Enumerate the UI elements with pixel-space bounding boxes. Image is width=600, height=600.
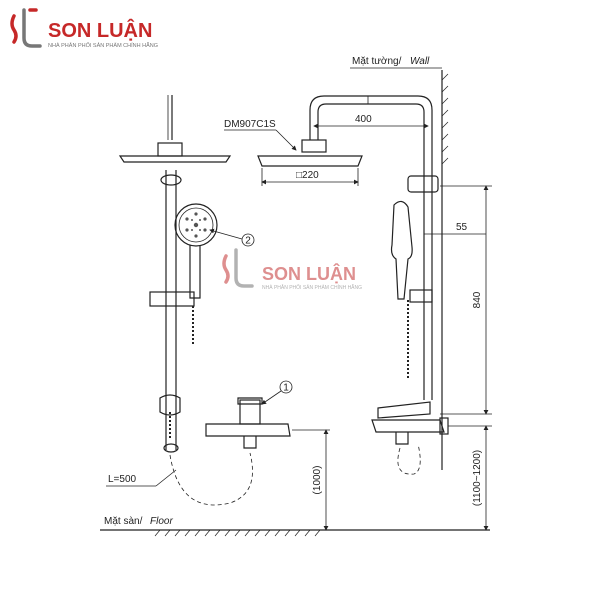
floor-line: Mặt sàn/ Floor [100,516,490,537]
rain-shower-head-front [118,142,232,163]
faucet-height-text: (1000) [312,466,323,495]
wall-line: Mặt tường/ Wall [350,56,449,470]
front-view: 1 2 L=500 (1000) [106,95,330,531]
dim-faucet-height: (1000) [292,429,330,531]
watermark-tagline: NHÀ PHÂN PHỐI SẢN PHẨM CHÍNH HÃNG [262,284,362,291]
dim-wall-offset: 55 [424,222,486,235]
model-label: DM907C1S [224,119,297,151]
wall-label-en: Wall [410,56,430,67]
brand-tagline: NHÀ PHÂN PHỐI SẢN PHẨM CHÍNH HÃNG [48,42,158,49]
watermark-mark-icon [222,248,254,288]
column-height-text: 840 [472,291,483,308]
watermark-logo: SON LUẬN NHÀ PHÂN PHỐI SẢN PHẨM CHÍNH HÃ… [222,248,362,291]
svg-text:1: 1 [283,383,289,394]
hand-shower-front [174,203,218,299]
mixer-valve-side [371,401,449,445]
rain-shower-head-side [257,139,363,167]
side-view: 400 DM907C1S □220 [224,95,492,531]
dim-install-range: (1100~1200) [448,425,492,531]
brand-logo-mark-icon [10,8,42,48]
wall-offset-text: 55 [456,222,468,233]
head-size-text: □220 [296,170,319,181]
install-range-text: (1100~1200) [472,450,483,506]
brand-logo: SON LUẬN NHÀ PHÂN PHỐI SẢN PHẨM CHÍNH HÃ… [10,8,158,49]
dim-head-size: □220 [261,168,359,186]
watermark-name: SON LUẬN [262,263,356,284]
dim-arm-reach: 400 [313,114,429,129]
svg-text:2: 2 [245,236,251,247]
model-text: DM907C1S [224,119,276,130]
dim-column-height: 840 [440,185,492,415]
brand-name: SON LUẬN [48,18,152,42]
floor-label: Mặt sàn/ [104,516,143,527]
floor-label-en: Floor [150,516,173,527]
hand-shower-side [390,200,413,380]
callout-1: 1 [261,380,293,405]
hose-length-label: L=500 [106,469,177,487]
hose-length-text: L=500 [108,474,137,485]
arm-reach-text: 400 [355,114,372,125]
mixer-valve-front [205,397,291,449]
wall-label: Mặt tường/ [352,56,402,67]
callout-2: 2 [209,228,255,247]
